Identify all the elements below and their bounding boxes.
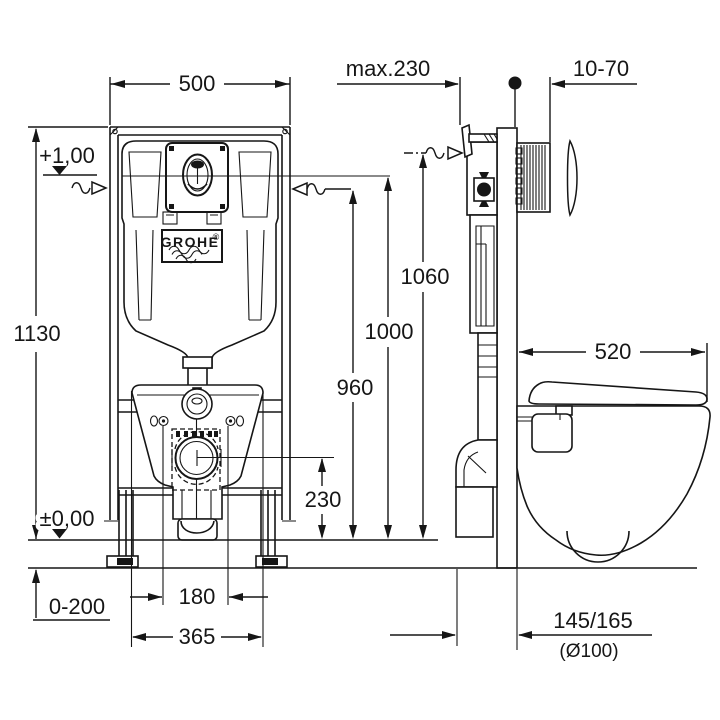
- registered-mark: ®: [213, 232, 220, 242]
- dim-10-70: 10-70: [549, 52, 637, 142]
- level-zero: ±0,00: [35, 502, 99, 539]
- level-plus100-label: +1,00: [39, 143, 95, 168]
- dim-145-165: 145/165 (Ø100): [390, 569, 652, 666]
- flush-plate-side: [566, 139, 578, 217]
- front-view-drawing: GROHE ®: [104, 126, 296, 568]
- dim-230-label: 230: [305, 487, 342, 512]
- level-zero-label: ±0,00: [40, 506, 95, 531]
- wall-break-icon-left: [71, 180, 108, 196]
- dim-500: 500: [109, 67, 291, 125]
- dim-365-label: 365: [179, 624, 216, 649]
- dim-520-label: 520: [595, 339, 632, 364]
- dim-max-230: max.230: [337, 52, 461, 125]
- wall-break-icon-right: [291, 181, 351, 197]
- dim-1000-label: 1000: [365, 319, 414, 344]
- toilet-side-outline: [516, 380, 711, 563]
- dim-0-200: 0-200: [32, 569, 110, 624]
- dim-0200-label: 0-200: [49, 594, 105, 619]
- dim-960-label: 960: [337, 375, 374, 400]
- access-panel: [165, 142, 229, 213]
- dim-1130: 1130: [9, 126, 108, 539]
- dim-520: 520: [519, 335, 708, 402]
- side-view-drawing: [455, 123, 711, 569]
- dim-1130-label: 1130: [13, 321, 60, 346]
- dim-1000: 1000: [360, 177, 418, 539]
- mounting-frame: [104, 126, 296, 568]
- dim-180: 180: [130, 426, 268, 614]
- anchor-point-marker: [508, 76, 522, 127]
- dim-1070-label: 10-70: [573, 56, 629, 81]
- level-symbol-icon: [52, 166, 67, 175]
- dim-180-label: 180: [179, 584, 216, 609]
- actuator-spacer: [515, 142, 551, 213]
- grohe-logo: GROHE ®: [161, 229, 223, 264]
- dim-1060: 1060: [396, 154, 454, 539]
- dimension-annotations: 500 max.230 10-70 +1,00: [9, 52, 708, 666]
- dim-960: 960: [332, 190, 378, 539]
- level-symbol-icon: [52, 529, 67, 539]
- dim-1060-label: 1060: [401, 264, 450, 289]
- level-plus-100: +1,00: [35, 139, 99, 176]
- dim-max230-label: max.230: [346, 56, 430, 81]
- wall-section: [496, 127, 518, 569]
- wall-break-icon-side: [404, 145, 464, 161]
- frame-side-profile: [455, 123, 498, 538]
- dim-365: 365: [130, 391, 264, 654]
- toilet-front-outline: [131, 384, 264, 541]
- dim-230: 230: [197, 456, 346, 539]
- dim-diameter-label: (Ø100): [559, 641, 618, 662]
- dim-500-label: 500: [179, 71, 216, 96]
- dim-145165-label: 145/165: [553, 608, 633, 633]
